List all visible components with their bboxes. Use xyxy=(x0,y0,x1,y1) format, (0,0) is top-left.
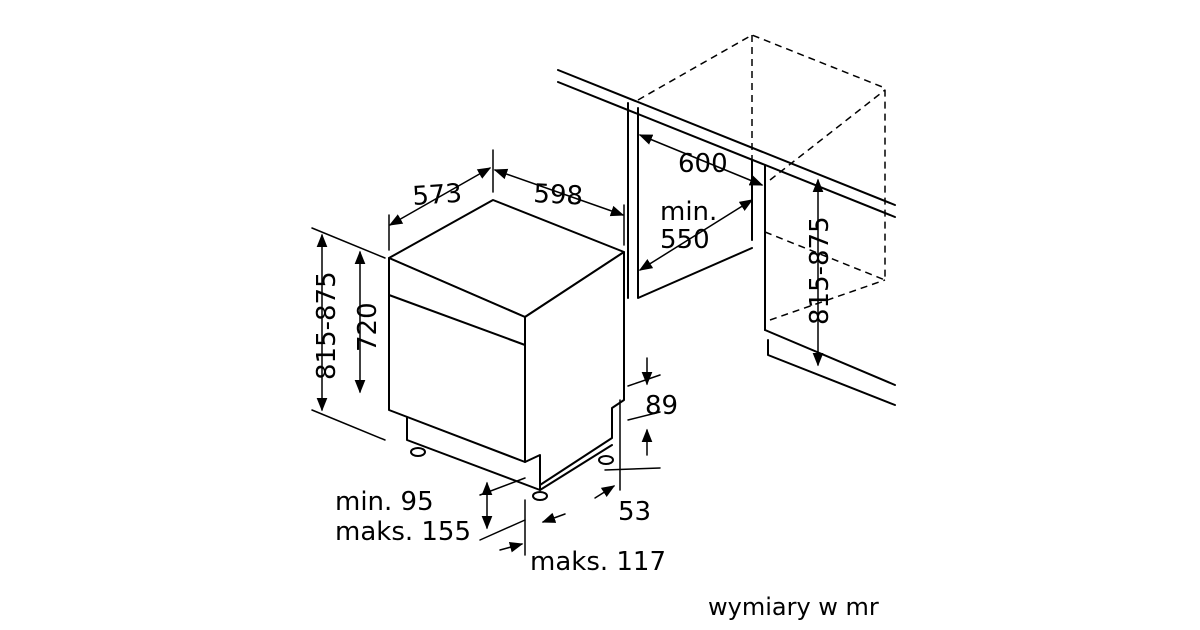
label-plinth-top: 89 xyxy=(645,391,678,421)
label-depth: 573 xyxy=(411,179,463,212)
label-niche-width: 600 xyxy=(678,149,728,179)
dishwasher-body xyxy=(388,199,625,491)
label-plinth-max: maks. 155 xyxy=(335,517,471,547)
label-niche-height-range: 815-875 xyxy=(805,216,835,325)
units-footer: wymiary w mr xyxy=(708,593,879,621)
label-niche-min: min. xyxy=(660,197,717,227)
dimension-lines xyxy=(311,134,824,556)
label-width: 598 xyxy=(533,179,584,212)
label-height-body: 720 xyxy=(353,302,383,352)
cabinet-niche xyxy=(557,34,896,406)
label-plinth-bottom: 53 xyxy=(618,497,651,527)
label-height-range: 815-875 xyxy=(312,271,342,380)
label-niche-min-value: 550 xyxy=(660,225,710,255)
dishwasher-feet xyxy=(410,447,614,501)
label-foot-max: maks. 117 xyxy=(530,547,666,577)
label-plinth-min: min. 95 xyxy=(335,487,434,517)
foot-right xyxy=(598,455,614,465)
foot-front xyxy=(532,491,548,501)
foot-left xyxy=(410,447,426,457)
